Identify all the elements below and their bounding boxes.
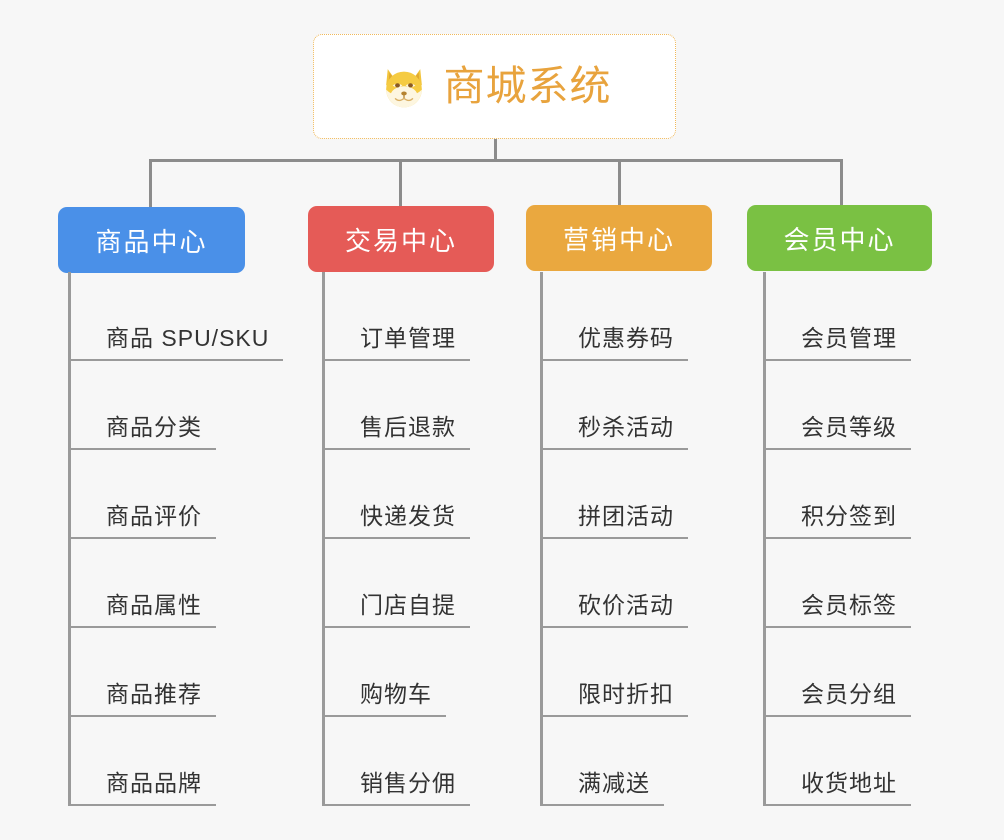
leaf-underline: 拼团活动 (540, 497, 688, 539)
leaf-item[interactable]: 优惠券码 (540, 272, 688, 361)
leaf-label: 收货地址 (801, 770, 897, 796)
branch-spine (68, 272, 71, 806)
shiba-dog-icon (378, 61, 430, 113)
leaf-underline: 门店自提 (322, 586, 470, 628)
leaf-label: 商品推荐 (106, 681, 202, 707)
leaf-underline: 会员标签 (763, 586, 911, 628)
leaf-item[interactable]: 收货地址 (763, 717, 911, 806)
leaf-label: 门店自提 (360, 592, 456, 618)
leaf-label: 砍价活动 (578, 592, 674, 618)
leaf-underline: 商品 SPU/SKU (68, 319, 284, 361)
leaf-underline: 秒杀活动 (540, 408, 688, 450)
leaf-item[interactable]: 快递发货 (322, 450, 470, 539)
drop-line-member (840, 159, 843, 208)
bus-line (149, 159, 843, 162)
leaf-underline: 满减送 (540, 764, 664, 806)
leaf-label: 商品分类 (106, 414, 202, 440)
leaf-item[interactable]: 砍价活动 (540, 539, 688, 628)
leaf-underline: 商品推荐 (68, 675, 216, 717)
branch-spine (540, 272, 543, 806)
leaf-label: 商品评价 (106, 503, 202, 529)
leaf-label: 积分签到 (801, 503, 897, 529)
leaf-item[interactable]: 销售分佣 (322, 717, 470, 806)
leaf-underline: 商品评价 (68, 497, 216, 539)
leaf-item[interactable]: 满减送 (540, 717, 664, 806)
branch-header-label: 会员中心 (783, 224, 896, 255)
leaf-item[interactable]: 会员管理 (763, 272, 911, 361)
leaf-item[interactable]: 积分签到 (763, 450, 911, 539)
leaf-underline: 销售分佣 (322, 764, 470, 806)
leaf-label: 秒杀活动 (578, 414, 674, 440)
leaf-label: 商品品牌 (106, 770, 202, 796)
leaf-label: 限时折扣 (578, 681, 674, 707)
root-node[interactable]: 商城系统 (313, 34, 676, 139)
branch-header-product-center[interactable]: 商品中心 (58, 207, 245, 273)
leaf-underline: 积分签到 (763, 497, 911, 539)
root-stem-line (494, 139, 497, 161)
branch-header-label: 交易中心 (344, 225, 457, 256)
leaf-underline: 收货地址 (763, 764, 911, 806)
leaf-label: 优惠券码 (578, 325, 674, 351)
leaf-item[interactable]: 订单管理 (322, 272, 470, 361)
leaf-label: 售后退款 (360, 414, 456, 440)
branch-header-marketing-center[interactable]: 营销中心 (526, 205, 712, 271)
leaf-item[interactable]: 会员等级 (763, 361, 911, 450)
leaf-item[interactable]: 商品推荐 (68, 628, 216, 717)
drop-line-trade (399, 159, 402, 208)
leaf-underline: 快递发货 (322, 497, 470, 539)
branch-header-trade-center[interactable]: 交易中心 (308, 206, 494, 272)
leaf-item[interactable]: 商品 SPU/SKU (68, 272, 284, 361)
leaf-label: 购物车 (360, 681, 432, 707)
leaf-label: 商品属性 (106, 592, 202, 618)
leaf-label: 商品 SPU/SKU (106, 325, 270, 351)
drop-line-marketing (618, 159, 621, 208)
leaf-underline: 限时折扣 (540, 675, 688, 717)
leaf-item[interactable]: 商品评价 (68, 450, 216, 539)
root-title: 商城系统 (443, 63, 612, 109)
leaf-label: 拼团活动 (578, 503, 674, 529)
leaf-item[interactable]: 商品品牌 (68, 717, 216, 806)
leaf-underline: 砍价活动 (540, 586, 688, 628)
drop-line-product (149, 159, 152, 208)
leaf-underline: 优惠券码 (540, 319, 688, 361)
branch-header-label: 商品中心 (95, 226, 208, 257)
leaf-label: 满减送 (578, 770, 650, 796)
leaf-underline: 商品品牌 (68, 764, 216, 806)
leaf-label: 会员标签 (801, 592, 897, 618)
leaf-item[interactable]: 拼团活动 (540, 450, 688, 539)
leaf-item[interactable]: 会员标签 (763, 539, 911, 628)
leaf-item[interactable]: 限时折扣 (540, 628, 688, 717)
leaf-label: 订单管理 (360, 325, 456, 351)
leaf-label: 快递发货 (360, 503, 456, 529)
leaf-item[interactable]: 购物车 (322, 628, 446, 717)
leaf-item[interactable]: 商品属性 (68, 539, 216, 628)
leaf-item[interactable]: 门店自提 (322, 539, 470, 628)
leaf-label: 会员管理 (801, 325, 897, 351)
leaf-underline: 商品分类 (68, 408, 216, 450)
leaf-label: 销售分佣 (360, 770, 456, 796)
branch-header-label: 营销中心 (562, 224, 675, 255)
leaf-item[interactable]: 商品分类 (68, 361, 216, 450)
leaf-underline: 商品属性 (68, 586, 216, 628)
leaf-underline: 会员管理 (763, 319, 911, 361)
branch-spine (763, 272, 766, 806)
leaf-underline: 会员等级 (763, 408, 911, 450)
leaf-item[interactable]: 会员分组 (763, 628, 911, 717)
leaf-item[interactable]: 秒杀活动 (540, 361, 688, 450)
leaf-label: 会员分组 (801, 681, 897, 707)
leaf-underline: 订单管理 (322, 319, 470, 361)
leaf-underline: 购物车 (322, 675, 446, 717)
leaf-underline: 售后退款 (322, 408, 470, 450)
leaf-underline: 会员分组 (763, 675, 911, 717)
branch-spine (322, 272, 325, 806)
leaf-label: 会员等级 (801, 414, 897, 440)
branch-header-member-center[interactable]: 会员中心 (747, 205, 932, 271)
leaf-item[interactable]: 售后退款 (322, 361, 470, 450)
